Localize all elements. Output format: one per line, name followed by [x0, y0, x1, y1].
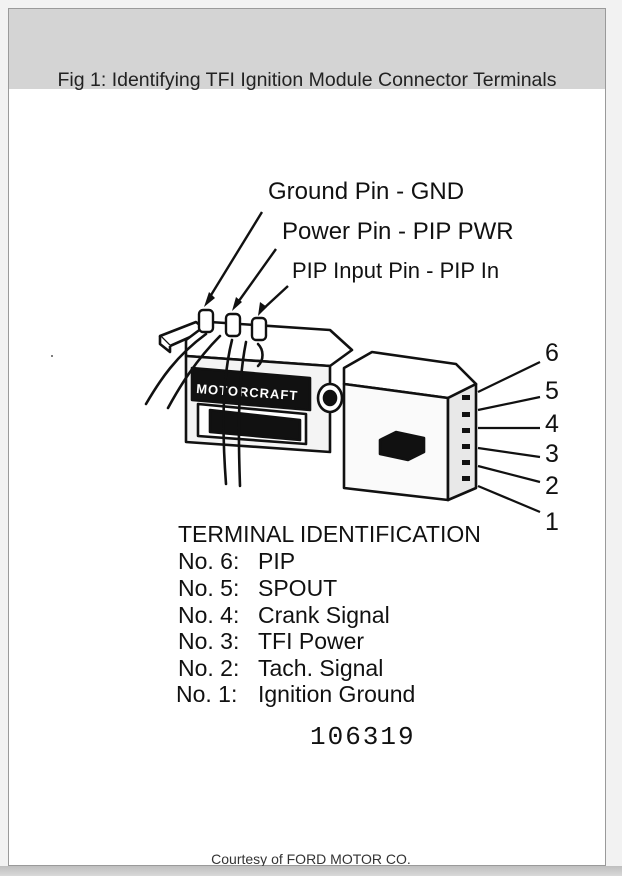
pip-arrowhead	[258, 302, 267, 316]
terminal-number-3: 3	[545, 440, 559, 468]
wire-ground-outer	[166, 334, 222, 410]
module-pins	[197, 308, 268, 342]
terminal-slot-6	[462, 395, 470, 400]
wire-ground	[144, 332, 208, 406]
mounting-boss-hole	[322, 389, 338, 407]
wire-pip	[256, 342, 264, 368]
terminal-row-name: PIP	[258, 548, 295, 574]
pin-arrowheads	[204, 292, 267, 316]
terminal-number-labels: 6 5 4 3 2 1	[545, 339, 559, 536]
figure-caption: Fig 1: Identifying TFI Ignition Module C…	[57, 69, 557, 91]
terminal-row-number: No. 1:	[176, 681, 237, 707]
mounting-tab-edge	[158, 336, 172, 354]
ground-leader-line	[206, 211, 264, 301]
terminal-5-leader	[477, 395, 541, 412]
module-brand: MOTORCRAFT	[196, 381, 299, 403]
wire-harness	[144, 332, 264, 488]
power-pin-label: Power Pin - PIP PWR	[282, 218, 514, 245]
terminal-row-name: Crank Signal	[258, 602, 390, 628]
terminal-slots	[462, 395, 470, 481]
pip-leader-line	[261, 285, 289, 311]
pip-input-pin	[250, 316, 268, 342]
ground-pin	[197, 308, 215, 334]
terminal-number-2: 2	[545, 472, 559, 500]
terminal-3-leader	[477, 446, 541, 459]
terminal-row-name: Ignition Ground	[258, 681, 415, 707]
terminal-slot-2	[462, 460, 470, 465]
terminal-row-name: TFI Power	[258, 628, 364, 654]
connector-side	[446, 382, 478, 502]
terminal-row-name: Tach. Signal	[258, 655, 383, 681]
ignition-module	[158, 320, 478, 502]
power-leader-line	[235, 248, 277, 306]
wire-power	[222, 338, 234, 486]
pip-input-pin-label: PIP Input Pin - PIP In	[292, 258, 499, 283]
caption-bar: Fig 1: Identifying TFI Ignition Module C…	[9, 9, 605, 91]
terminal-row-number: No. 5:	[178, 575, 239, 601]
terminal-6-leader	[477, 361, 541, 393]
terminal-number-6: 6	[545, 339, 559, 367]
figure-number: 106319	[310, 722, 416, 752]
terminal-slot-5	[462, 412, 470, 417]
terminal-slot-4	[462, 428, 470, 433]
terminal-number-5: 5	[545, 377, 559, 405]
terminal-1-leader	[477, 484, 541, 514]
terminal-number-4: 4	[545, 410, 559, 438]
power-arrowhead	[232, 297, 242, 311]
credit-line: Courtesy of FORD MOTOR CO.	[211, 851, 411, 867]
terminal-row-number: No. 6:	[178, 548, 239, 574]
terminal-2-leader	[477, 464, 541, 484]
terminal-row-number: No. 3:	[178, 628, 239, 654]
terminal-row-number: No. 4:	[178, 602, 239, 628]
terminal-slot-3	[462, 444, 470, 449]
terminal-row-number: No. 2:	[178, 655, 239, 681]
terminal-identification: TERMINAL IDENTIFICATION No. 6: PIP No. 5…	[176, 521, 481, 707]
ground-arrowhead	[204, 292, 215, 307]
connector-latch	[378, 430, 426, 462]
terminal-slot-1	[462, 476, 470, 481]
pin-leader-lines	[206, 211, 289, 311]
bottom-strip	[0, 866, 622, 876]
module-recess-shadow	[208, 408, 302, 442]
terminal-identification-heading: TERMINAL IDENTIFICATION	[178, 521, 481, 547]
terminal-leader-lines	[477, 361, 541, 514]
wire-power-outer	[237, 340, 248, 488]
terminal-row-name: SPOUT	[258, 575, 337, 601]
ground-pin-label: Ground Pin - GND	[268, 178, 464, 205]
scan-speck	[51, 355, 53, 357]
brand-plate	[190, 366, 312, 412]
power-pin	[224, 312, 242, 338]
terminal-number-1: 1	[545, 508, 559, 536]
